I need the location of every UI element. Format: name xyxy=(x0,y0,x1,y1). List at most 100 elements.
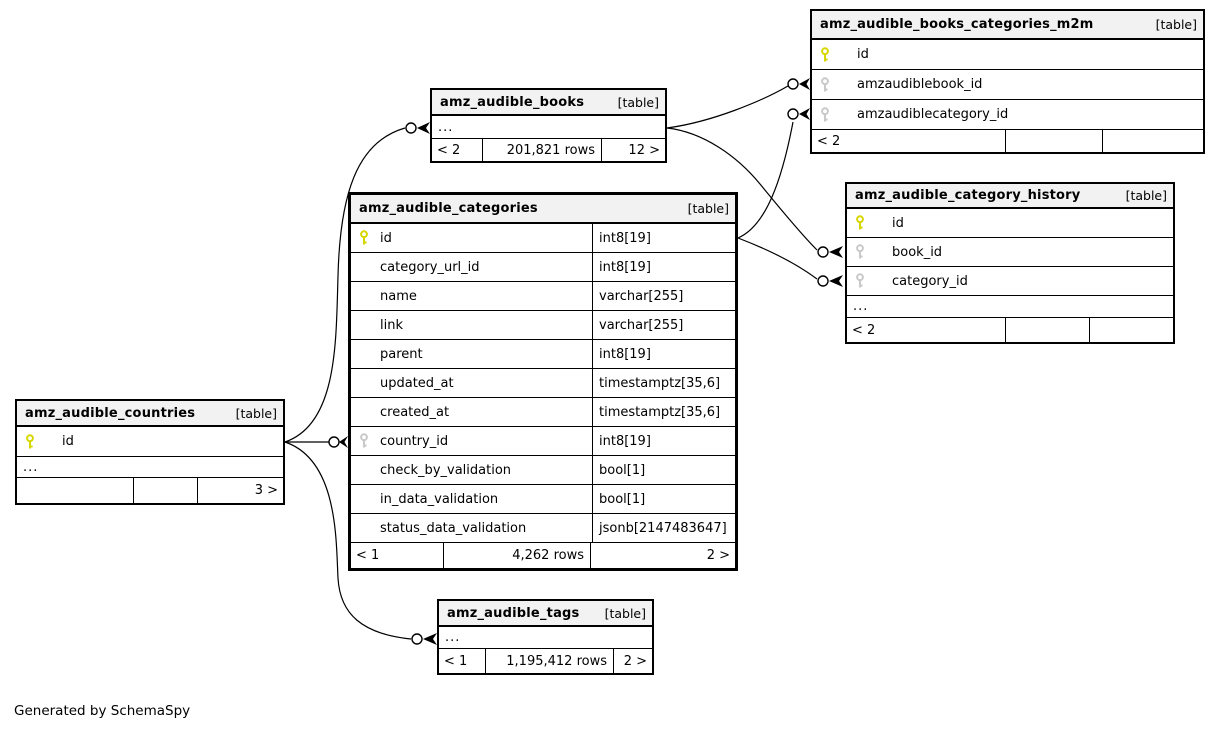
column-row-updated-at: updated_at timestamptz[35,6] xyxy=(351,369,735,398)
table-type-label: [table] xyxy=(1155,17,1197,32)
footer-hidden-parents: < 2 xyxy=(812,130,1006,152)
zero-or-one-dot-icon xyxy=(405,122,417,134)
column-type: int8[19] xyxy=(592,427,735,455)
foreign-key-icon xyxy=(821,106,829,121)
key-cell xyxy=(820,106,831,123)
table-footer: < 1 1,195,412 rows 2 > xyxy=(439,649,652,673)
table-header[interactable]: amz_audible_books_categories_m2m [table] xyxy=(812,11,1203,40)
column-row-in-data-validation: in_data_validation bool[1] xyxy=(351,485,735,514)
table-type-label: [table] xyxy=(687,201,729,216)
footer-row-count: 1,195,412 rows xyxy=(486,649,614,673)
crowfoot-arrow-icon xyxy=(829,275,843,287)
table-amz-audible-countries: amz_audible_countries [table] id ... 3 > xyxy=(15,399,285,505)
zero-or-one-dot-icon xyxy=(411,633,423,645)
column-row-amzaudiblebook-id: amzaudiblebook_id xyxy=(812,70,1203,100)
table-name[interactable]: amz_audible_books xyxy=(440,94,585,110)
column-row-id: id xyxy=(847,209,1173,238)
primary-key-icon xyxy=(360,230,368,245)
column-name: status_data_validation xyxy=(380,520,527,536)
key-cell xyxy=(359,230,370,246)
hidden-columns-ellipsis: ... xyxy=(847,296,1173,318)
footer-row-count xyxy=(1006,318,1090,342)
column-name: check_by_validation xyxy=(380,462,512,478)
table-name[interactable]: amz_audible_countries xyxy=(25,405,196,421)
column-name: country_id xyxy=(380,433,449,449)
table-header[interactable]: amz_audible_categories [table] xyxy=(351,195,735,224)
table-amz-audible-books: amz_audible_books [table] ... < 2 201,82… xyxy=(430,88,667,163)
foreign-key-icon xyxy=(856,244,864,259)
zero-or-one-dot-icon xyxy=(328,436,340,448)
table-amz-audible-category-history: amz_audible_category_history [table] id … xyxy=(845,182,1175,344)
column-type: int8[19] xyxy=(592,253,735,281)
generated-by-note: Generated by SchemaSpy xyxy=(14,703,191,719)
column-row-parent: parent int8[19] xyxy=(351,340,735,369)
key-cell xyxy=(820,76,831,93)
footer-hidden-children xyxy=(1103,130,1203,152)
table-name[interactable]: amz_audible_tags xyxy=(447,605,580,621)
column-type: timestamptz[35,6] xyxy=(592,369,735,397)
table-footer: 3 > xyxy=(17,478,283,503)
column-row-country-id: country_id int8[19] xyxy=(351,427,735,456)
table-amz-audible-categories: amz_audible_categories [table] id int8[1… xyxy=(348,192,738,571)
column-row-link: link varchar[255] xyxy=(351,311,735,340)
column-name: id xyxy=(857,47,869,62)
zero-or-one-dot-icon xyxy=(787,78,799,90)
column-row-id: id int8[19] xyxy=(351,224,735,253)
zero-or-one-dot-icon xyxy=(817,246,829,258)
column-type: bool[1] xyxy=(592,456,735,484)
column-row-name: name varchar[255] xyxy=(351,282,735,311)
hidden-columns-ellipsis: ... xyxy=(17,457,283,478)
footer-hidden-parents: < 1 xyxy=(439,649,486,673)
footer-hidden-children: 2 > xyxy=(623,653,647,669)
relationship-line-books-m2m xyxy=(666,85,789,129)
table-name[interactable]: amz_audible_books_categories_m2m xyxy=(820,17,1094,32)
table-header[interactable]: amz_audible_countries [table] xyxy=(17,401,283,427)
table-footer: < 2 xyxy=(847,318,1173,342)
column-name: amzaudiblebook_id xyxy=(857,77,983,92)
table-type-label: [table] xyxy=(235,405,277,421)
key-cell xyxy=(855,215,866,231)
table-header[interactable]: amz_audible_tags [table] xyxy=(439,601,652,627)
table-footer: < 2 201,821 rows 12 > xyxy=(432,139,665,161)
footer-hidden-children: 3 > xyxy=(254,483,278,498)
table-footer: < 1 4,262 rows 2 > xyxy=(351,543,735,568)
table-name[interactable]: amz_audible_categories xyxy=(359,201,538,216)
relationship-line-categories-history xyxy=(737,237,818,280)
table-name[interactable]: amz_audible_category_history xyxy=(855,188,1081,203)
column-type: timestamptz[35,6] xyxy=(592,398,735,426)
table-amz-audible-tags: amz_audible_tags [table] ... < 1 1,195,4… xyxy=(437,599,654,675)
table-footer: < 2 xyxy=(812,130,1203,152)
column-name: name xyxy=(380,288,417,304)
column-row-category-url-id: category_url_id int8[19] xyxy=(351,253,735,282)
footer-hidden-children: 2 > xyxy=(706,548,730,563)
key-cell xyxy=(855,244,866,260)
table-type-label: [table] xyxy=(1125,188,1167,203)
column-name: book_id xyxy=(892,244,943,260)
crowfoot-arrow-icon xyxy=(417,122,430,134)
column-name: amzaudiblecategory_id xyxy=(857,107,1009,122)
column-row-check-by-validation: check_by_validation bool[1] xyxy=(351,456,735,485)
footer-row-count: 4,262 rows xyxy=(444,543,591,568)
column-type: bool[1] xyxy=(592,485,735,513)
column-type: int8[19] xyxy=(592,340,735,368)
primary-key-icon xyxy=(821,46,829,61)
table-amz-audible-books-categories-m2m: amz_audible_books_categories_m2m [table]… xyxy=(810,9,1205,154)
footer-hidden-children: 12 > xyxy=(628,142,660,158)
column-name: updated_at xyxy=(380,375,454,391)
footer-row-count xyxy=(1006,130,1103,152)
relationship-line-categories-m2m xyxy=(737,121,794,239)
key-cell xyxy=(25,433,36,450)
table-header[interactable]: amz_audible_category_history [table] xyxy=(847,184,1173,209)
column-row-id: id xyxy=(812,40,1203,70)
footer-hidden-parents: < 2 xyxy=(847,318,1006,342)
foreign-key-icon xyxy=(360,433,368,448)
footer-hidden-parents xyxy=(17,478,134,503)
column-row-amzaudiblecategory-id: amzaudiblecategory_id xyxy=(812,100,1203,130)
table-header[interactable]: amz_audible_books [table] xyxy=(432,90,665,116)
zero-or-one-dot-icon xyxy=(787,108,799,120)
column-type: varchar[255] xyxy=(592,311,735,339)
key-cell xyxy=(359,433,370,449)
crowfoot-arrow-icon xyxy=(799,78,810,90)
column-name: link xyxy=(380,317,403,333)
